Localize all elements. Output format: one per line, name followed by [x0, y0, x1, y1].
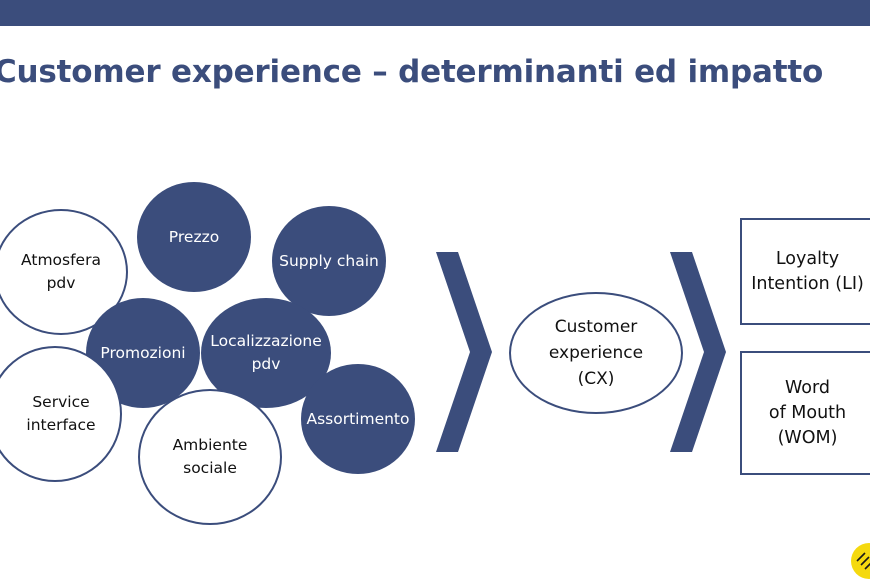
determinant-assortimento: Assortimento	[301, 364, 415, 474]
logo-badge	[851, 543, 870, 579]
determinant-atmosfera-pdv: Atmosfera pdv	[0, 209, 128, 335]
chevron-right-icon	[436, 252, 492, 452]
determinant-prezzo: Prezzo	[137, 182, 251, 292]
slide-title: Customer experience – determinanti ed im…	[0, 54, 824, 90]
logo-mark-icon	[856, 552, 870, 570]
outcome-label: Loyalty Intention (LI)	[751, 248, 864, 294]
determinant-label: Assortimento	[306, 409, 410, 428]
customer-experience-node: Customer experience (CX)	[509, 292, 683, 414]
top-bar	[0, 0, 870, 26]
determinant-supply-chain: Supply chain	[272, 206, 386, 316]
determinant-label: Supply chain	[279, 251, 379, 270]
determinant-label: Atmosfera pdv	[21, 251, 101, 292]
determinant-ambiente-sociale: Ambiente sociale	[138, 389, 282, 525]
outcome-label: Word of Mouth (WOM)	[768, 377, 847, 448]
determinant-label: Localizzazione pdv	[210, 332, 322, 373]
determinant-label: Ambiente sociale	[172, 436, 248, 477]
determinant-label: Prezzo	[168, 227, 220, 246]
determinant-label: Promozioni	[100, 343, 186, 362]
determinant-service-interface: Service interface	[0, 346, 122, 482]
outcome-loyalty-intention: Loyalty Intention (LI)	[740, 218, 870, 325]
outcome-word-of-mouth: Word of Mouth (WOM)	[740, 351, 870, 475]
determinant-label: Service interface	[26, 393, 96, 434]
customer-experience-label: Customer experience (CX)	[548, 317, 644, 389]
chevron-right-icon	[670, 252, 726, 452]
